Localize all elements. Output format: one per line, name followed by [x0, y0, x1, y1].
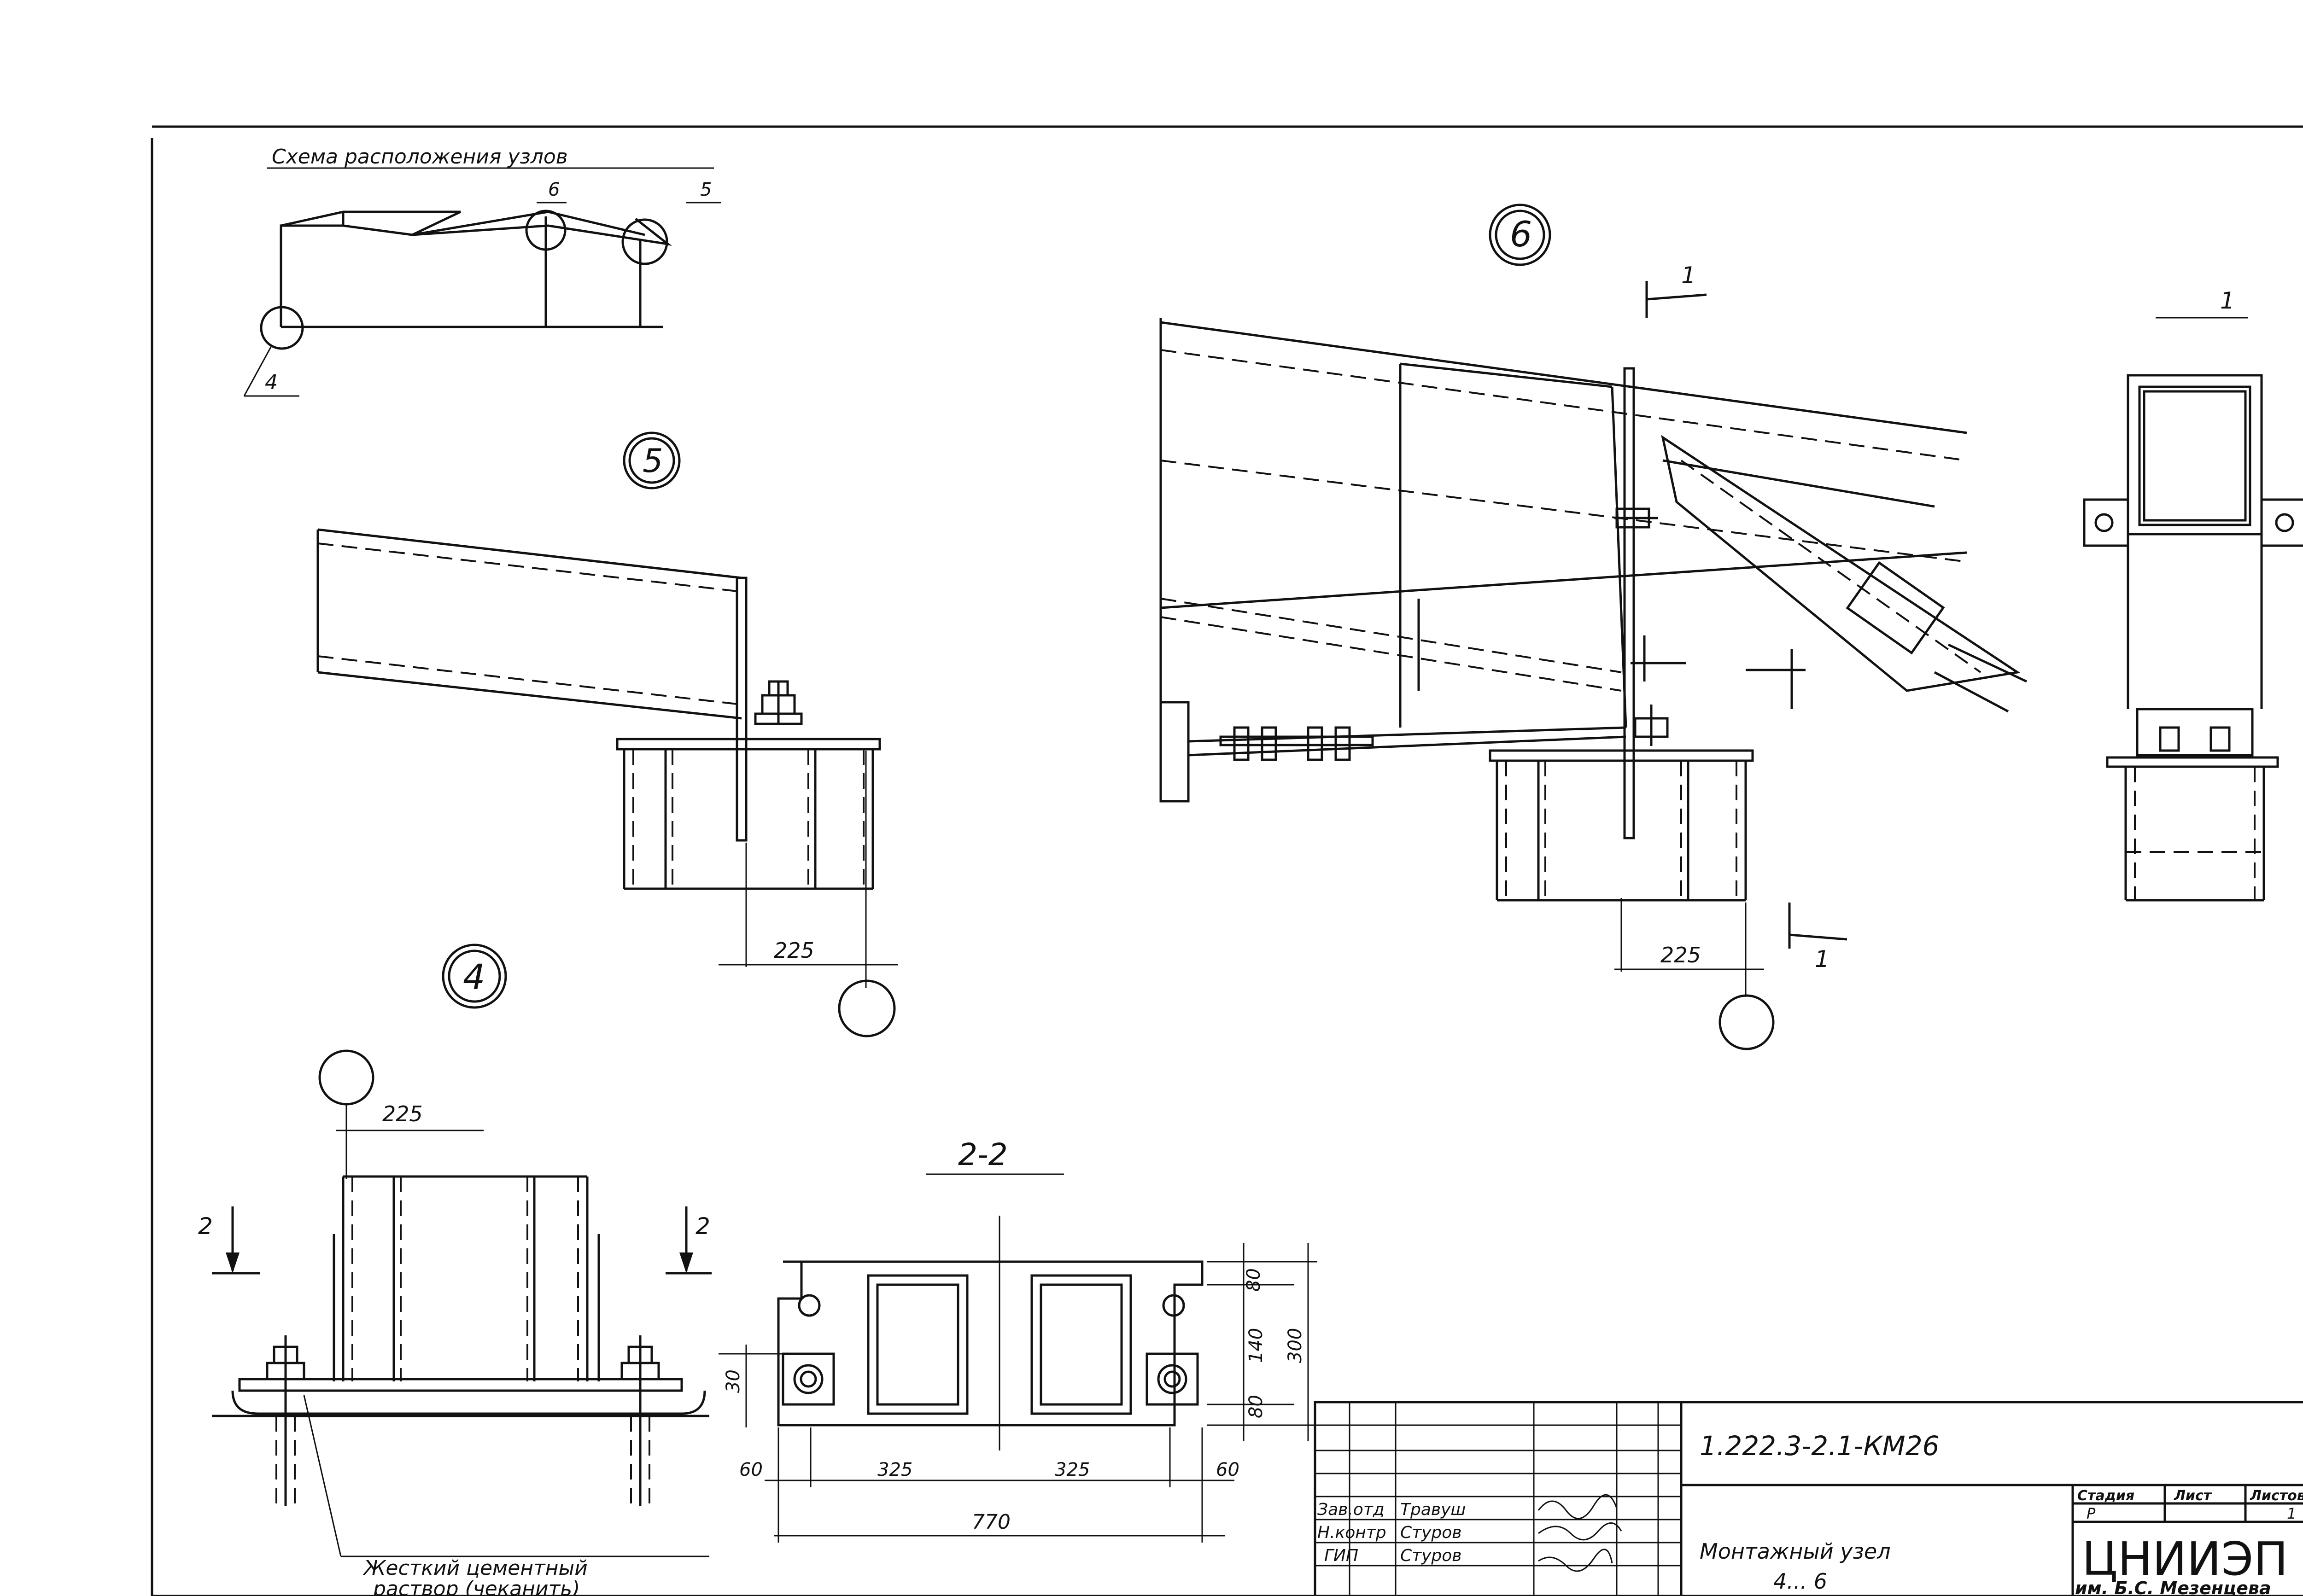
section-22-title: 2-2	[958, 1137, 1008, 1172]
detail-4-note-1: Жесткий цементный	[362, 1556, 588, 1580]
dim-60-left: 60	[739, 1459, 763, 1480]
drawing-code: 1.222.3-2.1-КМ26	[1700, 1430, 1940, 1462]
detail-6: 6 1	[1159, 204, 2028, 1050]
detail-4-dim: 225	[382, 1101, 423, 1126]
detail-4-note-2: раствор (чеканить)	[373, 1577, 580, 1596]
title-block: 1.222.3-2.1-КМ26 Монтажный узел 4... 6 С…	[1314, 1401, 2303, 1596]
stage-header: Стадия	[2077, 1488, 2134, 1504]
signature-scribble	[1537, 1494, 1622, 1572]
sig-name-2: Стуров	[1400, 1523, 1462, 1542]
section-1: 1	[2083, 287, 2303, 902]
dim-80-top: 80	[1243, 1268, 1264, 1292]
sheet-frame	[151, 125, 2303, 1596]
dim-60-right: 60	[1216, 1459, 1239, 1480]
drawing-title-2: 4... 6	[1773, 1569, 1827, 1594]
sig-name-3: Стуров	[1400, 1546, 1462, 1565]
section-mark-bottom: 1	[1815, 946, 1830, 973]
scheme-title: Схема расположения узлов	[272, 145, 568, 169]
section-2-right: 2	[696, 1213, 710, 1240]
section-2-2: 2-2 60 325 325 60 770	[719, 1137, 1317, 1543]
section-mark-top: 1	[1681, 262, 1696, 289]
section-2-left: 2	[198, 1213, 213, 1240]
sheet-header: Лист	[2174, 1488, 2212, 1504]
sheets-value: 1	[2287, 1505, 2296, 1522]
dim-325-left: 325	[877, 1459, 912, 1480]
sig-role-2: Н.контр	[1317, 1523, 1386, 1542]
detail-4: 4 225 2	[198, 944, 712, 1596]
detail-5-dim: 225	[774, 938, 814, 963]
scheme-ref-4: 4	[265, 371, 278, 394]
node-scheme: Схема расположения узлов 4 6 5	[243, 145, 721, 397]
stage-value: Р	[2087, 1505, 2096, 1522]
sig-role-1: Зав.отд	[1317, 1500, 1385, 1519]
detail-4-label: 4	[463, 956, 485, 997]
org-name: ЦНИИЭП	[2082, 1532, 2288, 1586]
detail-5: 5 225	[316, 431, 898, 1037]
dim-140: 140	[1245, 1328, 1267, 1363]
detail-6-dim: 225	[1660, 943, 1701, 967]
org-subtitle: им. Б.С. Мезенцева	[2075, 1578, 2271, 1596]
sheets-header: Листов	[2250, 1488, 2303, 1504]
scheme-ref-5: 5	[700, 179, 712, 200]
dim-300: 300	[1285, 1328, 1306, 1363]
detail-6-label: 6	[1510, 214, 1532, 255]
section-1-title: 1	[2220, 287, 2235, 314]
detail-5-label: 5	[643, 442, 663, 480]
dim-325-right: 325	[1055, 1459, 1090, 1480]
dim-30: 30	[723, 1369, 744, 1393]
dim-80-bottom: 80	[1245, 1395, 1267, 1418]
scheme-ref-6: 6	[548, 179, 560, 200]
sig-role-3: ГИП	[1324, 1546, 1358, 1565]
sig-name-1: Травуш	[1400, 1500, 1466, 1519]
drawing-title-1: Монтажный узел	[1700, 1539, 1891, 1564]
dim-overall: 770	[972, 1510, 1011, 1534]
